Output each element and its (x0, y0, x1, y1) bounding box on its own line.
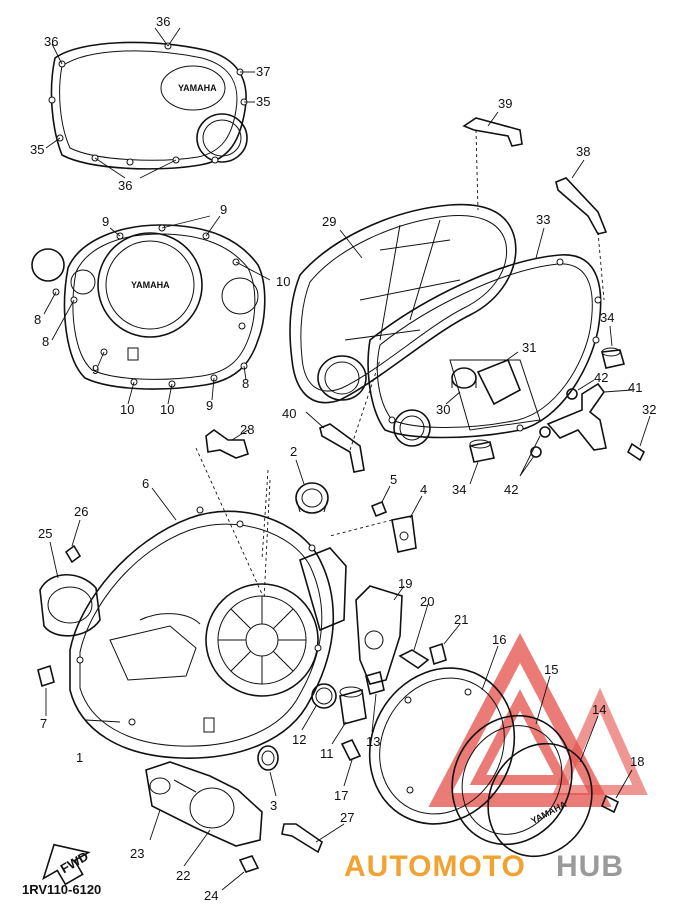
label-19: 19 (398, 576, 412, 591)
label-5: 5 (390, 472, 397, 487)
label-36b: 36 (44, 34, 58, 49)
label-22: 22 (176, 868, 190, 883)
label-40: 40 (282, 406, 296, 421)
label-38: 38 (576, 144, 590, 159)
label-9d: 9 (206, 398, 213, 413)
label-36c: 36 (118, 178, 132, 193)
label-1: 1 (76, 750, 83, 765)
label-34a: 34 (600, 310, 614, 325)
label-6: 6 (142, 476, 149, 491)
label-12: 12 (292, 732, 306, 747)
label-26: 26 (74, 504, 88, 519)
label-42a: 42 (594, 370, 608, 385)
label-10c: 10 (160, 402, 174, 417)
label-16: 16 (492, 632, 506, 647)
upper-right-small-parts (305, 111, 651, 485)
label-32: 32 (642, 402, 656, 417)
diagram-code: 1RV110-6120 (22, 882, 101, 897)
label-11: 11 (320, 746, 334, 761)
emblem-text-generator: YAMAHA (131, 280, 170, 290)
label-3: 3 (270, 798, 277, 813)
label-20: 20 (420, 594, 434, 609)
lower-middle-parts (257, 585, 461, 797)
label-8a: 8 (34, 312, 41, 327)
label-34b: 34 (452, 482, 466, 497)
label-28: 28 (240, 422, 254, 437)
label-17: 17 (334, 788, 348, 803)
label-10a: 10 (276, 274, 290, 289)
label-9c: 9 (92, 362, 99, 377)
label-18: 18 (630, 754, 644, 769)
label-8c: 8 (242, 376, 249, 391)
label-30: 30 (436, 402, 450, 417)
watermark-brand-a: AUTOMOTO (344, 850, 526, 883)
middle-small-parts (205, 429, 423, 561)
label-14: 14 (592, 702, 606, 717)
part-labels: 36 36 37 35 35 36 9 9 10 8 8 9 8 10 10 9… (30, 14, 656, 903)
label-41: 41 (628, 380, 642, 395)
label-23: 23 (130, 846, 144, 861)
label-15: 15 (544, 662, 558, 677)
label-37: 37 (256, 64, 270, 79)
generator-cover-gasket: YAMAHA (31, 215, 271, 405)
label-4: 4 (420, 482, 427, 497)
label-21: 21 (454, 612, 468, 627)
label-24: 24 (204, 888, 218, 903)
emblem-text-clutch: YAMAHA (178, 83, 217, 93)
label-10b: 10 (120, 402, 134, 417)
label-35a: 35 (256, 94, 270, 109)
label-35b: 35 (30, 142, 44, 157)
label-8b: 8 (42, 334, 49, 349)
label-2: 2 (290, 444, 297, 459)
round-cover-parts: YAMAHA (368, 645, 633, 858)
crankcase-cover-lower (37, 447, 347, 759)
label-33: 33 (536, 212, 550, 227)
label-25: 25 (38, 526, 52, 541)
crankcase-cover-assembly (289, 203, 602, 447)
watermark-logo (428, 632, 648, 807)
label-42b: 42 (504, 482, 518, 497)
label-39: 39 (498, 96, 512, 111)
label-31: 31 (522, 340, 536, 355)
label-27: 27 (340, 810, 354, 825)
label-13: 13 (366, 734, 380, 749)
clutch-cover-gasket: YAMAHA (45, 27, 255, 179)
label-9b: 9 (220, 202, 227, 217)
label-7: 7 (40, 716, 47, 731)
watermark-brand-b: HUB (556, 850, 624, 883)
label-36a: 36 (156, 14, 170, 29)
label-29: 29 (322, 214, 336, 229)
label-9a: 9 (102, 214, 109, 229)
